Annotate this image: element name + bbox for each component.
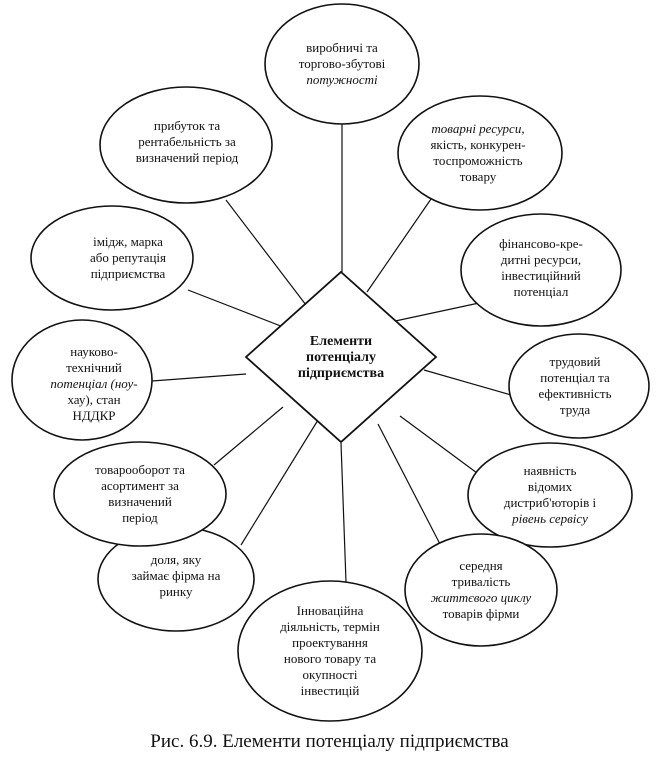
node-ellipse [30,205,194,311]
node-text-line: рентабельність за [138,134,236,149]
node-text-line: потенціал [514,284,569,299]
connector-line-profit-profitability [225,199,307,306]
connector-line-distributors [399,415,478,474]
node-text-line: ринку [159,584,193,599]
connector-line-rnd-potential [151,373,247,382]
node-text-line: або репутація [90,250,166,265]
connector-line-image-brand [187,289,292,331]
node-text-line: потенціал (ноу- [50,376,137,391]
node-text-line: наявність [524,463,577,478]
node-text-line: проектування [292,635,368,650]
node-text-line: фінансово-кре- [499,236,583,251]
node-text-line: хау), стан [67,392,120,407]
node-product-resources: товарні ресурси,якість, конкурен-тоспром… [397,95,563,211]
node-text-line: визначений період [136,150,239,165]
connector-line-market-share [240,419,319,546]
node-text-line: товарооборот та [95,462,185,477]
center-diamond [244,270,438,444]
node-text-line: період [122,510,158,525]
node-text-line: якість, конкурен- [430,137,525,152]
node-text-line: відомих [528,479,573,494]
connector-line-labor-potential [423,369,512,396]
center-title-line: підприємства [298,366,384,381]
node-ellipse [264,3,420,125]
node-ellipse [508,333,650,439]
node-text-line: окупності [303,667,358,682]
node-text-line: займає фірма на [132,568,221,583]
node-text-line: труда [560,402,590,417]
center-title-line: потенціалу [306,350,376,365]
node-text-line: торгово-збутові [299,56,386,71]
node-text-line: трудовий [549,354,600,369]
center-title-line: Елементи [310,334,372,349]
node-text-line: визначений [108,494,172,509]
node-text-line: товарні ресурси, [431,121,524,136]
node-text-line: асортимент за [101,478,179,493]
node-text-line: товару [460,169,497,184]
node-text-line: доля, яку [151,552,202,567]
node-financial-resources: фінансово-кре-дитні ресурси,інвестиційни… [460,213,622,327]
node-text-line: життєвого циклу [431,590,532,605]
connectors [151,124,512,583]
connector-line-product-lifecycle [377,423,442,547]
node-text-line: дистриб'юторів і [504,495,597,510]
node-text-line: інвестиційний [501,268,581,283]
node-text-line: рівень сервісу [511,511,588,526]
node-text-line: підприємства [91,266,166,281]
node-text-line: дитні ресурси, [501,252,581,267]
node-ellipse [99,86,273,204]
node-text-line: НДДКР [72,408,115,423]
node-text-line: діяльність, термін [280,619,380,634]
node-text-line: Інноваційна [297,603,364,618]
node-ellipse [467,442,633,548]
node-text-line: нового товару та [284,651,376,666]
connector-line-innovation-activity [340,442,347,583]
node-text-line: товарів фірми [443,606,520,621]
node-text-line: потенціал та [540,370,610,385]
node-text-line: виробничі та [306,40,378,55]
node-text-line: ефективність [539,386,612,401]
node-text-line: науково- [70,344,118,359]
figure-caption: Рис. 6.9. Елементи потенціалу підприємст… [150,731,509,752]
node-text-line: прибуток та [154,118,220,133]
node-text-line: тривалість [452,574,511,589]
node-ellipse [11,319,153,441]
node-text-line: технічний [66,360,122,375]
node-ellipse [237,580,423,722]
element-nodes: виробничі таторгово-збутовіпотужностітов… [11,3,650,722]
connector-line-product-resources [366,198,432,293]
node-ellipse [460,213,622,327]
node-text-line: тоспроможність [433,153,522,168]
connector-line-financial-resources [385,302,480,324]
node-ellipse [53,441,227,547]
node-ellipse [397,95,563,211]
node-text-line: середня [459,558,502,573]
node-text-line: інвестицій [301,683,360,698]
connector-line-turnover-assortment [213,406,284,466]
node-text-line: імідж, марка [93,234,163,249]
node-ellipse [404,533,558,647]
node-text-line: потужності [306,72,378,87]
